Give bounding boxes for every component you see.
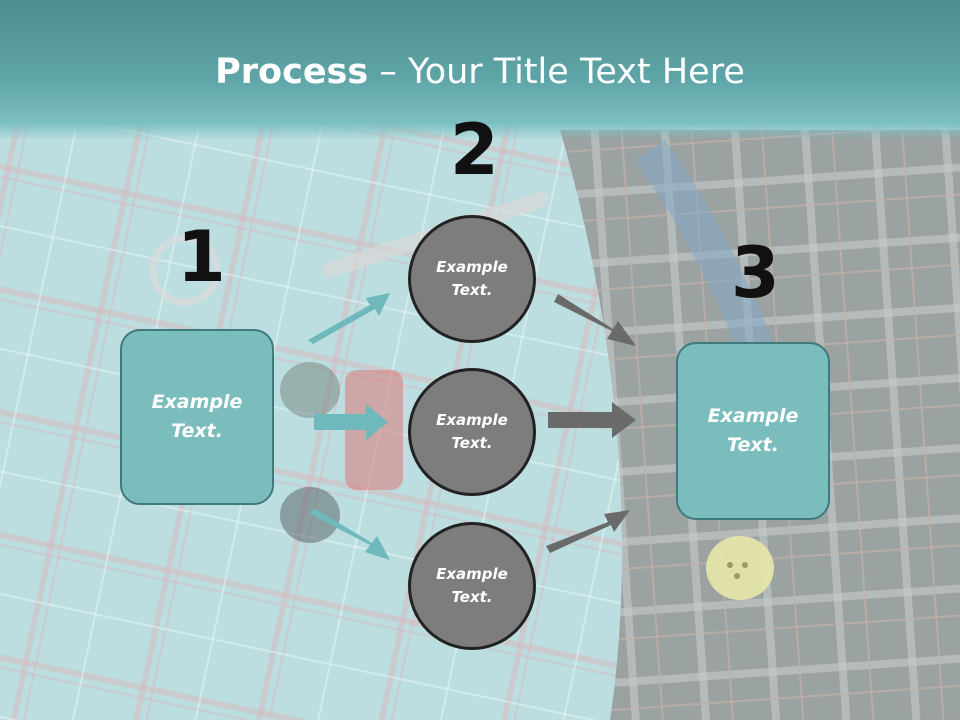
step-2-circle-top: Example Text. bbox=[408, 215, 536, 343]
circle-text: Example Text. bbox=[436, 411, 508, 452]
gray-arrow-down bbox=[554, 294, 636, 346]
circle-text: Example Text. bbox=[436, 565, 508, 606]
step-1-box: Example Text. bbox=[120, 329, 274, 505]
step-1-number: 1 bbox=[177, 216, 226, 298]
step-2-number: 2 bbox=[450, 109, 499, 191]
step-3-box: Example Text. bbox=[676, 342, 830, 520]
teal-arrow-right bbox=[314, 404, 388, 440]
step-3-number: 3 bbox=[731, 232, 780, 314]
step-2-circle-middle: Example Text. bbox=[408, 368, 536, 496]
gray-arrow-right bbox=[548, 402, 636, 438]
step-3-text: Example Text. bbox=[707, 405, 799, 456]
circle-text: Example Text. bbox=[436, 258, 508, 299]
title-bar bbox=[0, 0, 960, 140]
page-title: Process – Your Title Text Here bbox=[215, 52, 745, 92]
teal-arrow-up bbox=[308, 293, 390, 344]
teal-arrow-down bbox=[310, 508, 390, 560]
step-1-text: Example Text. bbox=[151, 391, 243, 442]
gray-arrow-up bbox=[546, 510, 630, 553]
step-2-circle-bottom: Example Text. bbox=[408, 522, 536, 650]
